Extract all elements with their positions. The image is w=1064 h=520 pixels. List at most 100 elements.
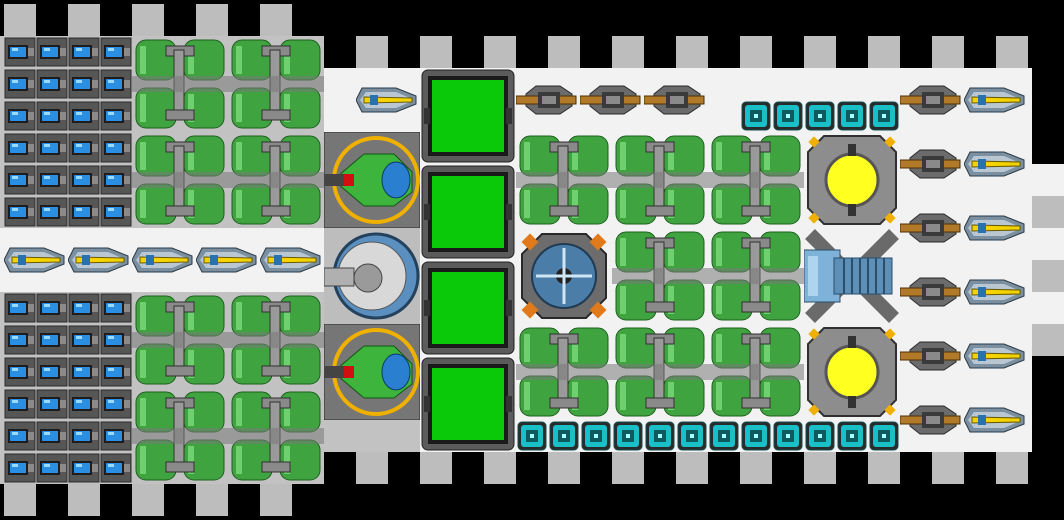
battery-icon[interactable] [4, 36, 36, 68]
pipe-icon[interactable] [516, 132, 612, 228]
cargo-bay-icon[interactable] [420, 68, 516, 164]
battery-icon[interactable] [100, 132, 132, 164]
plasma-engine-icon[interactable] [804, 228, 900, 324]
battery-icon[interactable] [100, 420, 132, 452]
pipe-icon[interactable] [132, 36, 228, 132]
pipe-icon[interactable] [708, 132, 804, 228]
battery-icon[interactable] [4, 452, 36, 484]
battery-icon[interactable] [36, 36, 68, 68]
battery-icon[interactable] [36, 164, 68, 196]
battery-icon[interactable] [68, 100, 100, 132]
battery-icon[interactable] [100, 292, 132, 324]
cargo-bay-icon[interactable] [420, 356, 516, 452]
thruster-icon[interactable] [868, 100, 900, 132]
dome-cannon-icon[interactable] [324, 228, 420, 324]
thruster-icon[interactable] [612, 420, 644, 452]
battery-icon[interactable] [4, 164, 36, 196]
cannon-icon[interactable] [260, 244, 324, 276]
battery-icon[interactable] [4, 388, 36, 420]
battery-icon[interactable] [68, 292, 100, 324]
cannon-icon[interactable] [4, 244, 68, 276]
battery-icon[interactable] [68, 164, 100, 196]
laser-turret-icon[interactable] [324, 324, 420, 420]
pipe-icon[interactable] [132, 292, 228, 388]
pipe-icon[interactable] [708, 228, 804, 324]
battery-icon[interactable] [100, 196, 132, 228]
battery-icon[interactable] [36, 292, 68, 324]
battery-icon[interactable] [68, 452, 100, 484]
thruster-icon[interactable] [740, 420, 772, 452]
thruster-icon[interactable] [804, 100, 836, 132]
thruster-icon[interactable] [868, 420, 900, 452]
thruster-icon[interactable] [804, 420, 836, 452]
railgun-icon[interactable] [900, 276, 964, 308]
cannon-icon[interactable] [964, 212, 1028, 244]
battery-icon[interactable] [100, 356, 132, 388]
battery-icon[interactable] [100, 68, 132, 100]
thruster-icon[interactable] [772, 100, 804, 132]
shield-generator-icon[interactable] [516, 228, 612, 324]
thruster-icon[interactable] [676, 420, 708, 452]
cargo-bay-icon[interactable] [420, 164, 516, 260]
battery-icon[interactable] [68, 356, 100, 388]
battery-icon[interactable] [4, 100, 36, 132]
railgun-icon[interactable] [516, 84, 580, 116]
railgun-icon[interactable] [900, 148, 964, 180]
thruster-icon[interactable] [548, 420, 580, 452]
cannon-icon[interactable] [196, 244, 260, 276]
battery-icon[interactable] [68, 196, 100, 228]
battery-icon[interactable] [100, 324, 132, 356]
pipe-icon[interactable] [228, 36, 324, 132]
pipe-icon[interactable] [612, 324, 708, 420]
thruster-icon[interactable] [644, 420, 676, 452]
pipe-icon[interactable] [516, 324, 612, 420]
battery-icon[interactable] [36, 196, 68, 228]
cannon-icon[interactable] [68, 244, 132, 276]
thruster-icon[interactable] [836, 100, 868, 132]
battery-icon[interactable] [36, 420, 68, 452]
thruster-icon[interactable] [836, 420, 868, 452]
battery-icon[interactable] [100, 452, 132, 484]
railgun-icon[interactable] [900, 404, 964, 436]
battery-icon[interactable] [100, 388, 132, 420]
railgun-icon[interactable] [644, 84, 708, 116]
cannon-icon[interactable] [964, 404, 1028, 436]
thruster-icon[interactable] [772, 420, 804, 452]
battery-icon[interactable] [100, 164, 132, 196]
battery-icon[interactable] [4, 196, 36, 228]
cannon-icon[interactable] [132, 244, 196, 276]
reactor-core-icon[interactable] [804, 324, 900, 420]
battery-icon[interactable] [68, 36, 100, 68]
thruster-icon[interactable] [708, 420, 740, 452]
reactor-core-icon[interactable] [804, 132, 900, 228]
railgun-icon[interactable] [900, 212, 964, 244]
battery-icon[interactable] [68, 68, 100, 100]
battery-icon[interactable] [4, 356, 36, 388]
pipe-icon[interactable] [612, 132, 708, 228]
thruster-icon[interactable] [516, 420, 548, 452]
battery-icon[interactable] [36, 356, 68, 388]
pipe-icon[interactable] [708, 324, 804, 420]
pipe-icon[interactable] [228, 388, 324, 484]
railgun-icon[interactable] [580, 84, 644, 116]
battery-icon[interactable] [4, 132, 36, 164]
thruster-icon[interactable] [740, 100, 772, 132]
battery-icon[interactable] [36, 388, 68, 420]
railgun-icon[interactable] [900, 84, 964, 116]
cargo-bay-icon[interactable] [420, 260, 516, 356]
cannon-icon[interactable] [964, 340, 1028, 372]
pipe-icon[interactable] [228, 292, 324, 388]
pipe-icon[interactable] [612, 228, 708, 324]
battery-icon[interactable] [68, 420, 100, 452]
pipe-icon[interactable] [132, 388, 228, 484]
battery-icon[interactable] [36, 68, 68, 100]
pipe-icon[interactable] [132, 132, 228, 228]
battery-icon[interactable] [4, 324, 36, 356]
battery-icon[interactable] [36, 324, 68, 356]
pipe-icon[interactable] [228, 132, 324, 228]
battery-icon[interactable] [36, 100, 68, 132]
battery-icon[interactable] [68, 388, 100, 420]
cannon-icon[interactable] [964, 148, 1028, 180]
cannon-icon[interactable] [964, 84, 1028, 116]
battery-icon[interactable] [68, 132, 100, 164]
